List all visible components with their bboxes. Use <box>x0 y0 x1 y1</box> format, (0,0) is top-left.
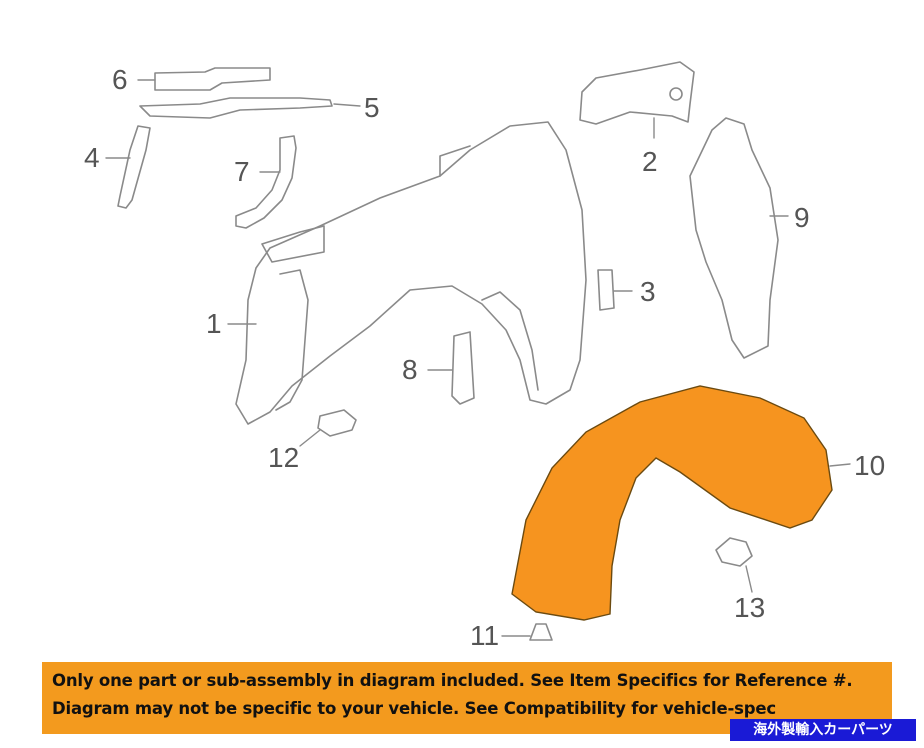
callout-10: 10 <box>854 450 886 481</box>
part-3-clip <box>597 269 615 311</box>
callout-5: 5 <box>364 92 380 123</box>
part-5-brace <box>139 97 333 119</box>
callout-3: 3 <box>640 276 656 307</box>
disclaimer-line-2: Diagram may not be specific to your vehi… <box>52 699 776 718</box>
callout-4: 4 <box>84 142 100 173</box>
disclaimer-line-1: Only one part or sub-assembly in diagram… <box>52 671 853 690</box>
callout-6: 6 <box>112 64 128 95</box>
part-10-wheelhouse-liner <box>511 385 833 621</box>
leader-10 <box>829 463 851 467</box>
part-8-bracket <box>451 331 475 405</box>
leader-5 <box>333 103 361 107</box>
callout-9: 9 <box>794 202 810 233</box>
part-11-clip <box>529 623 553 641</box>
callout-11: 11 <box>470 620 500 651</box>
part-1-fender <box>235 121 587 425</box>
callout-7: 7 <box>234 156 250 187</box>
part-13-bolt <box>715 537 753 567</box>
part-2-bracket <box>579 61 695 125</box>
callout-1: 1 <box>206 308 222 339</box>
part-4-bracket <box>117 125 151 209</box>
callout-2: 2 <box>642 146 658 177</box>
watermark-badge: 海外製輸入カーパーツ <box>730 719 916 741</box>
leader-12 <box>299 429 321 447</box>
leader-13 <box>745 565 753 593</box>
part-7-bracket <box>235 135 297 229</box>
callout-8: 8 <box>402 354 418 385</box>
part-12-plug <box>317 409 357 437</box>
callout-13: 13 <box>734 592 766 623</box>
part-9-shield <box>689 117 779 359</box>
part-6-bracket <box>154 67 271 91</box>
callout-12: 12 <box>268 442 300 473</box>
